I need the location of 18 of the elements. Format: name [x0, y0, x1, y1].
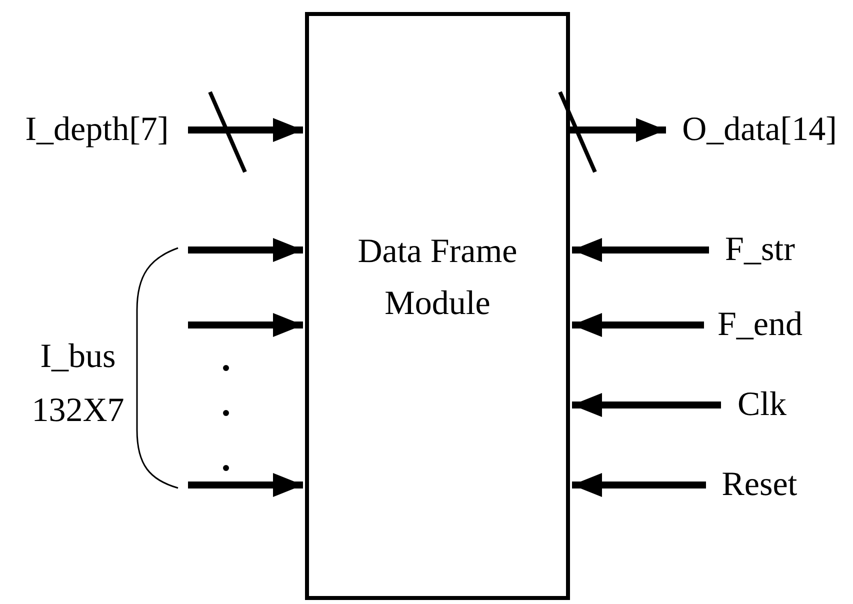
signal-label: Reset [712, 463, 807, 507]
arrow [188, 473, 303, 497]
arrow [572, 313, 704, 337]
arrow [570, 118, 666, 142]
module-title: Data Frame Module [356, 232, 518, 324]
arrow [188, 313, 303, 337]
signal-label: F_str [715, 228, 805, 272]
signal-label: F_end [710, 303, 810, 347]
signal-label: I_bus 132X7 [22, 330, 134, 438]
signal-label: Clk [727, 383, 797, 427]
module-box [305, 12, 570, 600]
signal-label: I_depth[7] [12, 108, 182, 152]
arrow [572, 238, 709, 262]
arrow [572, 393, 721, 417]
arrow [188, 238, 303, 262]
arrow [572, 473, 706, 497]
arrow [188, 118, 303, 142]
signal-label: O_data[14] [672, 108, 847, 152]
